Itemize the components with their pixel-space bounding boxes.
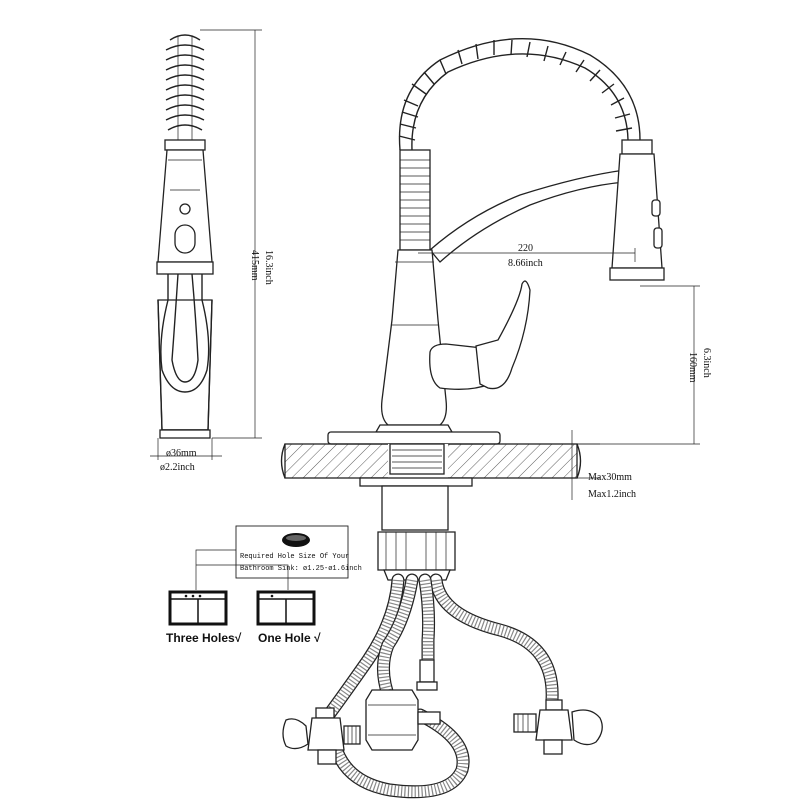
one-hole-label: One Hole √ [258, 631, 321, 645]
sprayer-base [159, 429, 211, 439]
spout-height-inch-label: 6.3inch [701, 348, 712, 378]
deck-max-inch-label: Max1.2inch [588, 489, 636, 500]
hole-icon [282, 533, 310, 547]
three-holes-option: Three Holes√ [166, 590, 242, 645]
height-mm-label: 415mm [249, 250, 260, 281]
right-valve-handle-icon [571, 709, 603, 746]
left-angle-valve [282, 707, 361, 765]
sprayer-collar [164, 139, 206, 151]
countertop-section [280, 443, 582, 487]
supply-hoses [318, 573, 559, 799]
faucet-spring-arch [398, 37, 641, 151]
reach-inch-label: 8.66inch [508, 258, 543, 269]
faucet-handle [429, 280, 531, 390]
left-valve-handle-icon [282, 718, 309, 750]
diameter-dimension: ø36mm ø2.2inch [150, 438, 222, 473]
deck-thickness-dimension: Max30mm Max1.2inch [571, 430, 636, 500]
one-hole-option: One Hole √ [256, 590, 321, 645]
sprayer-side-view [156, 34, 214, 439]
height-inch-label: 16.3inch [263, 250, 274, 285]
faucet-base-plate [327, 431, 501, 445]
deck-max-mm-label: Max30mm [588, 472, 632, 483]
hole-note-line-1: Required Hole Size Of Your [240, 553, 349, 561]
spout-height-mm-label: 160mm [687, 352, 698, 383]
faucet-sprayer-toggle-icon [653, 227, 663, 249]
hose-connector [416, 659, 438, 691]
three-holes-label: Three Holes√ [166, 631, 242, 645]
hole-size-note: Required Hole Size Of Your Bathroom Sink… [195, 525, 362, 590]
mounting-washer [359, 477, 473, 487]
sprayer-nozzle [156, 261, 214, 275]
hole-note-line-2: Bathroom Sink: ø1.25-ø1.6inch [240, 565, 362, 573]
reach-mm-label: 220 [518, 243, 533, 254]
spout-height-dimension: 160mm 6.3inch [504, 285, 712, 445]
hose-weight [365, 689, 441, 751]
reach-dimension: 220 8.66inch [418, 243, 636, 269]
right-angle-valve [513, 699, 603, 755]
faucet-sprayer-collar [621, 139, 653, 155]
sprayer-spring [165, 34, 205, 140]
faucet-front-view [327, 37, 665, 445]
faucet-sprayer-nozzle [609, 267, 665, 281]
faucet-vertical-spring [399, 149, 431, 251]
diameter-mm-label: ø36mm [166, 448, 197, 459]
mounting-shank [377, 485, 456, 581]
faucet-sprayer-button-icon [651, 199, 661, 217]
faucet-body [380, 249, 448, 426]
diameter-inch-label: ø2.2inch [160, 462, 195, 473]
spray-button-icon [179, 203, 191, 215]
height-dimension: 415mm 16.3inch [200, 29, 274, 439]
pause-button-icon [174, 224, 196, 254]
